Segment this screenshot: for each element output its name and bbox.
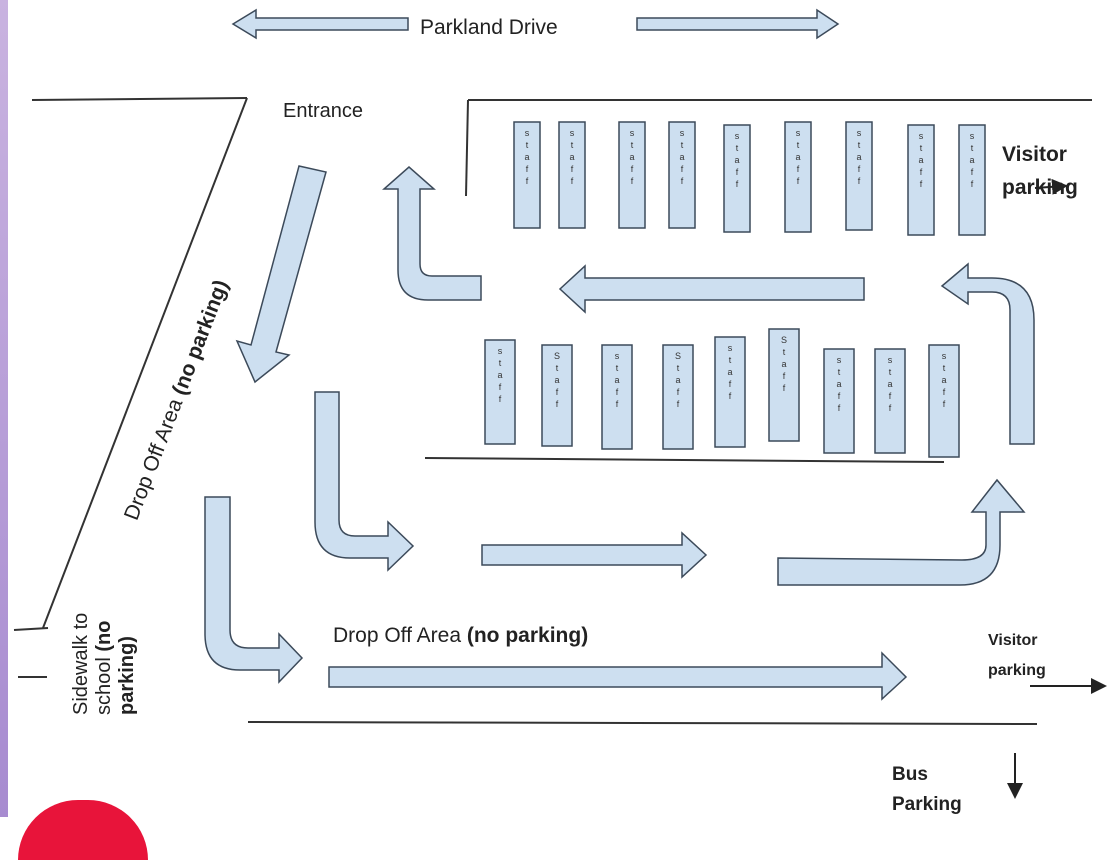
bus-line1: Bus [892,764,928,785]
staff-stall [823,348,855,454]
staff-stall [541,344,573,447]
entrance-label: Entrance [283,100,364,122]
middle-row-curb [424,457,945,463]
sidewalk-line1: Sidewalk to [70,612,92,715]
sidewalk-edge [13,627,49,631]
visitor-top-line2: parking [1002,176,1078,199]
staff-stall [723,124,751,233]
staff-stall [601,344,633,450]
bus-line2: Parking [892,794,962,815]
staff-stall [484,339,516,445]
aisle-left-arrow [558,264,865,314]
staff-stall [618,121,646,229]
staff-stall [662,344,694,450]
visitor-parking-bottom-label: Visitor parking [988,626,1046,686]
exit-hook-arrow [382,166,482,301]
bottom-boundary [247,721,1038,725]
staff-stall [784,121,812,233]
lot-boundary-diagonal [42,97,248,629]
right-curve-up-arrow [777,478,1026,586]
top-lot-left-edge [465,99,469,197]
aisle-right-arrow [481,531,708,579]
visitor-bottom-line1: Visitor [988,632,1038,649]
staff-stall [513,121,541,229]
lot-boundary-top-left [31,97,248,101]
left-turn-arrow-upper [314,391,415,572]
visitor-top-arrow [1034,178,1068,195]
right-up-hook-arrow [940,262,1035,445]
street-arrow-right [636,8,840,40]
entrance-down-arrow [235,165,327,384]
sidewalk-line3-bold: parking) [116,636,138,715]
staff-stall [874,348,906,454]
bus-parking-label: Bus Parking [892,760,962,820]
visitor-parking-top-label: Visitor parking [1002,138,1078,204]
staff-stall [907,124,935,236]
street-name-label: Parkland Drive [420,16,558,39]
dropoff-area-bottom-label: Drop Off Area (no parking) [333,624,588,648]
left-turn-arrow-lower [204,496,304,684]
sidewalk-line2: school (no [93,613,116,715]
dropoff-right-arrow [328,651,908,701]
staff-stall [845,121,873,231]
sidewalk-line3: parking) [116,613,139,715]
street-arrow-left [231,8,409,40]
staff-stall [714,336,746,448]
visitor-top-line1: Visitor [1002,143,1067,166]
staff-stall [558,121,586,229]
staff-stall [768,328,800,442]
dropoff-bottom-bold: (no parking) [466,624,589,647]
sidewalk-line2-bold: (no [93,620,115,652]
staff-stall [928,344,960,458]
sidewalk-line2-text: school [93,651,115,715]
left-decorative-stripe [0,0,8,817]
sidewalk-label: Sidewalk to school (no parking) [70,613,139,715]
dropoff-bottom-text: Drop Off Area [333,624,467,647]
staff-stall [958,124,986,236]
staff-stall [668,121,696,229]
visitor-bottom-line2: parking [988,662,1046,679]
